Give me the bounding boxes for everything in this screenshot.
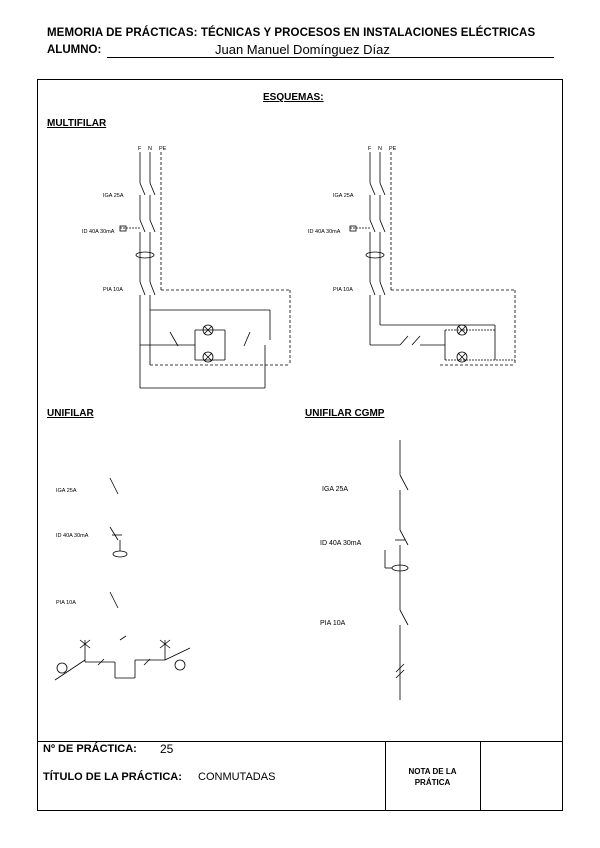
id-label-left: ID 40A 30mA (82, 229, 115, 235)
pia-label-left: PIA 10A (103, 287, 123, 293)
phase-l-label-left: F (138, 146, 142, 152)
schematic-labels: F N PE IGA 25A ID 40A 30mA PIA 10A F N P… (56, 146, 397, 627)
unifilar-cgmp-diagram (384, 440, 409, 700)
multifilar-heading: MULTIFILAR (47, 118, 107, 129)
unifilar-cgmp-heading: UNIFILAR CGMP (305, 408, 385, 419)
practica-number-label: Nº DE PRÁCTICA: (43, 743, 137, 755)
phase-l-label-right: F (368, 146, 372, 152)
footer-divider-1 (385, 741, 386, 811)
multifilar-left-diagram (119, 152, 291, 389)
phase-pe-label-right: PE (389, 146, 397, 152)
alumno-underline (107, 57, 554, 58)
unifilar-diagram (54, 477, 191, 681)
esquemas-heading: ESQUEMAS: (263, 92, 324, 103)
multifilar-right-diagram (349, 152, 516, 366)
phase-n-label-right: N (378, 146, 382, 152)
pia-label-unifilar: PIA 10A (56, 600, 76, 606)
titulo-practica-value: CONMUTADAS (198, 771, 276, 783)
id-label-right: ID 40A 30mA (308, 229, 341, 235)
iga-label-right: IGA 25A (333, 193, 354, 199)
nota-practica-label: NOTA DE LA PRÁTICA (408, 767, 457, 787)
footer-divider-2 (480, 741, 481, 811)
practica-number-value: 25 (160, 742, 174, 756)
pia-label-cgmp: PIA 10A (320, 620, 346, 627)
page-frame (37, 79, 563, 811)
pia-label-right: PIA 10A (333, 287, 353, 293)
titulo-practica-label: TÍTULO DE LA PRÁCTICA: (43, 771, 182, 783)
alumno-label: ALUMNO: (47, 44, 102, 56)
footer-top-line (37, 741, 563, 742)
phase-n-label-left: N (148, 146, 152, 152)
id-label-cgmp: ID 40A 30mA (320, 540, 362, 547)
alumno-name: Juan Manuel Domínguez Díaz (215, 42, 390, 57)
phase-pe-label-left: PE (159, 146, 167, 152)
document-title: MEMORIA DE PRÁCTICAS: TÉCNICAS Y PROCESO… (47, 27, 536, 39)
iga-label-unifilar: IGA 25A (56, 488, 77, 494)
unifilar-heading: UNIFILAR (47, 408, 94, 419)
iga-label-cgmp: IGA 25A (322, 486, 348, 493)
iga-label-left: IGA 25A (103, 193, 124, 199)
id-label-unifilar: ID 40A 30mA (56, 533, 89, 539)
